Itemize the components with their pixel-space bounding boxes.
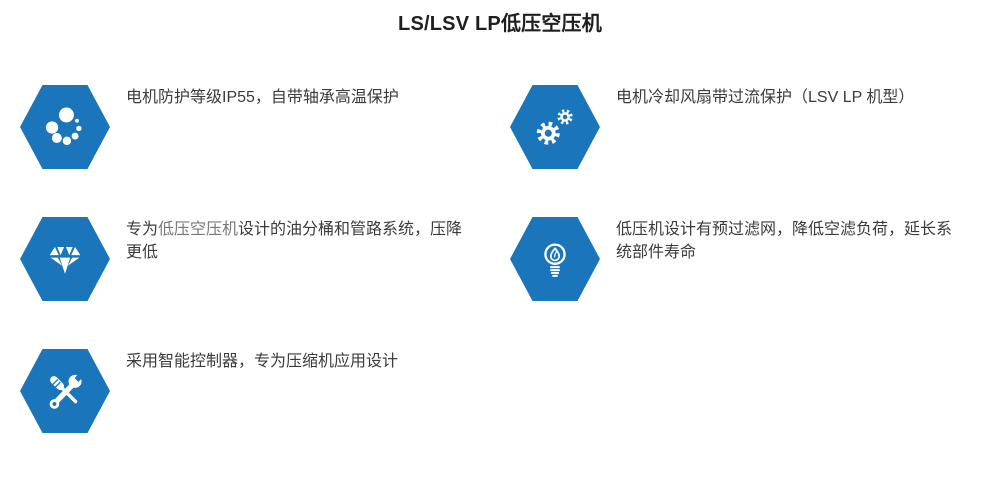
bubbles-icon (45, 107, 82, 146)
feature-text: 低压机设计有预过滤网，降低空滤负荷，延长系统部件寿命 (616, 221, 953, 261)
hexagon-badge (510, 217, 600, 301)
product-feature-section: LS/LSV LP低压空压机 电机防护等级IP55，自带轴承高温保护 (0, 12, 1000, 487)
gears-icon (536, 109, 573, 145)
tools-icon (49, 371, 85, 409)
feature-text: 专为低压空压机设计的油分桶和管路系统，压降更低 (126, 217, 471, 264)
hexagon-badge (20, 85, 110, 169)
feature-text: 电机防护等级IP55，自带轴承高温保护 (126, 89, 399, 106)
feature-item-controller: 采用智能控制器，专为压缩机应用设计 (20, 349, 510, 481)
hexagon-badge (20, 349, 110, 433)
feature-text: 采用智能控制器，专为压缩机应用设计 (126, 353, 399, 370)
page-title: LS/LSV LP低压空压机 (398, 13, 602, 35)
hexagon-badge (20, 217, 110, 301)
low-pressure-compressor-link[interactable]: 低压空压机 (158, 221, 239, 238)
feature-text-prefix: 专为 (126, 221, 159, 238)
features-grid: 电机防护等级IP55，自带轴承高温保护 电机冷却 (20, 85, 1000, 481)
feature-item-oil-system: 专为低压空压机设计的油分桶和管路系统，压降更低 (20, 217, 510, 349)
gem-icon (49, 247, 81, 274)
bulb-icon (544, 243, 566, 277)
feature-item-motor-protection: 电机防护等级IP55，自带轴承高温保护 (20, 85, 510, 217)
feature-text: 电机冷却风扇带过流保护（LSV LP 机型） (616, 89, 915, 106)
hexagon-badge (510, 85, 600, 169)
feature-item-fan-protection: 电机冷却风扇带过流保护（LSV LP 机型） (510, 85, 1000, 217)
feature-text-suffix: 设计的油分桶和管路系统，压降更低 (126, 221, 463, 261)
feature-item-prefilter: 低压机设计有预过滤网，降低空滤负荷，延长系统部件寿命 (510, 217, 1000, 349)
